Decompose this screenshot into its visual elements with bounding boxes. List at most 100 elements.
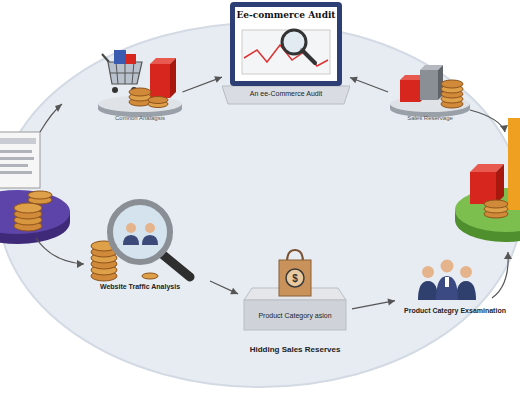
node-title: Sales Reservage: [388, 115, 472, 122]
arrow-head: [214, 76, 222, 83]
red-box: [150, 58, 176, 98]
purple-platform-part: [0, 164, 28, 167]
magnifier-coins-part: [91, 247, 117, 257]
purple-platform-part: [0, 132, 40, 188]
sales-boxes-part: [400, 75, 425, 80]
currency-symbol: $: [287, 273, 303, 284]
node-title: Website Traffic Analysis: [70, 283, 210, 291]
laptop-node-shape-part: [222, 86, 350, 104]
sales-boxes-part: [420, 70, 438, 100]
green-platform-part: [496, 164, 504, 204]
people-group-part: [460, 266, 472, 278]
people-group-part: [441, 260, 454, 273]
laptop-node-shape-part: [242, 30, 330, 74]
platform-node: Comnon Analagsis: [96, 92, 184, 124]
node-subtitle: An ee-Commerce Audit: [222, 90, 350, 98]
red-box-part: [150, 58, 176, 64]
shopping-cart-part: [126, 54, 136, 64]
green-platform-part: [508, 118, 520, 210]
flow-connector: [182, 76, 222, 92]
shopping-cart-part: [114, 50, 126, 64]
shopping-cart-part: [125, 62, 126, 84]
magnifier-coins-part: [142, 273, 158, 279]
magnifier-coins-part: [91, 253, 117, 263]
node-title: Product Category asion: [238, 312, 352, 320]
magnifying-glass: [110, 202, 190, 277]
people-group: [418, 260, 476, 301]
arrow-head: [350, 77, 358, 84]
arrow-head: [230, 288, 238, 294]
platform-node: Product Category asionHidding Sales Rese…: [238, 280, 352, 360]
sales-boxes-part: [420, 65, 443, 70]
platform-node-shape-part: [390, 96, 470, 112]
shopping-bag-part: [286, 269, 304, 287]
arrow-head-part: [55, 104, 62, 112]
shopping-cart-part: [131, 87, 137, 93]
arrow-head-part: [504, 252, 512, 259]
arrow-head: [55, 104, 512, 268]
sales-boxes-part: [438, 65, 443, 100]
purple-platform-part: [0, 190, 70, 234]
shopping-cart-part: [116, 62, 118, 84]
shopping-cart: [102, 50, 142, 93]
purple-platform-part: [28, 191, 52, 199]
node-title: Comnon Analagsis: [96, 115, 184, 122]
green-platform-part: [484, 200, 508, 208]
flow-arrow-part: [36, 238, 84, 264]
flow-arrow: [36, 104, 508, 298]
magnifier-coins-part: [91, 259, 117, 269]
purple-platform-part: [0, 138, 36, 144]
coin-stack-part: [441, 80, 463, 88]
laptop-node: Ee-commerce Audit An ee-Commerce Audit: [222, 0, 350, 106]
flow-connector: [210, 281, 238, 294]
purple-platform-part: [0, 171, 32, 174]
people-group-part: [436, 276, 458, 300]
analysis-node: Website Traffic Analysis: [70, 205, 210, 293]
purple-platform-part: [0, 150, 32, 153]
magnifier-coins-part: [91, 271, 117, 281]
people-node: Product Categry Exsamination: [395, 258, 515, 320]
arrow-head: [387, 299, 395, 306]
purple-platform: [0, 132, 70, 244]
shopping-cart-part: [110, 73, 140, 74]
magnifier-coins-part: [91, 241, 117, 251]
red-box-part: [170, 58, 176, 98]
shopping-bag-part: [287, 250, 303, 262]
platform-node: Sales Reservage: [388, 92, 472, 124]
node-title: Ee-commerce Audit: [222, 11, 350, 21]
magnifying-glass-part: [123, 235, 139, 245]
purple-platform-part: [0, 157, 34, 160]
shopping-cart-part: [112, 87, 118, 93]
purple-platform-part: [14, 203, 42, 213]
people-group-part: [456, 281, 476, 300]
magnifying-glass-part: [142, 235, 158, 245]
node-subtitle: Hidding Sales Reserves: [238, 346, 352, 355]
flow-arrow-part: [40, 104, 62, 132]
people-group-part: [418, 281, 438, 300]
green-platform: [455, 118, 520, 242]
magnifier-coins-part: [91, 265, 117, 275]
flow-connector: [352, 299, 395, 309]
platform-node-shape-part: [244, 288, 346, 300]
connector-line: [210, 281, 238, 294]
magnifying-glass-part: [145, 223, 155, 233]
green-platform-part: [470, 172, 496, 204]
connector-line: [350, 77, 388, 92]
red-box-part: [150, 64, 170, 98]
people-group-part: [445, 277, 449, 287]
magnifying-glass-part: [110, 202, 170, 262]
flow-arrow-part: [470, 110, 505, 132]
coin-stack-part: [129, 88, 151, 96]
flow-connector: [350, 77, 388, 92]
platform-node-shape-part: [98, 96, 182, 112]
magnifying-glass-part: [162, 254, 190, 277]
magnifier-coins: [91, 241, 158, 281]
coin-stack-part: [441, 85, 463, 93]
node-title: Product Categry Exsamination: [395, 307, 515, 315]
connector-line: [352, 301, 395, 309]
people-group-part: [422, 266, 434, 278]
arrow-head-part: [500, 125, 508, 132]
shopping-cart-part: [132, 62, 134, 84]
laptop-node-shape-part: [302, 50, 315, 63]
